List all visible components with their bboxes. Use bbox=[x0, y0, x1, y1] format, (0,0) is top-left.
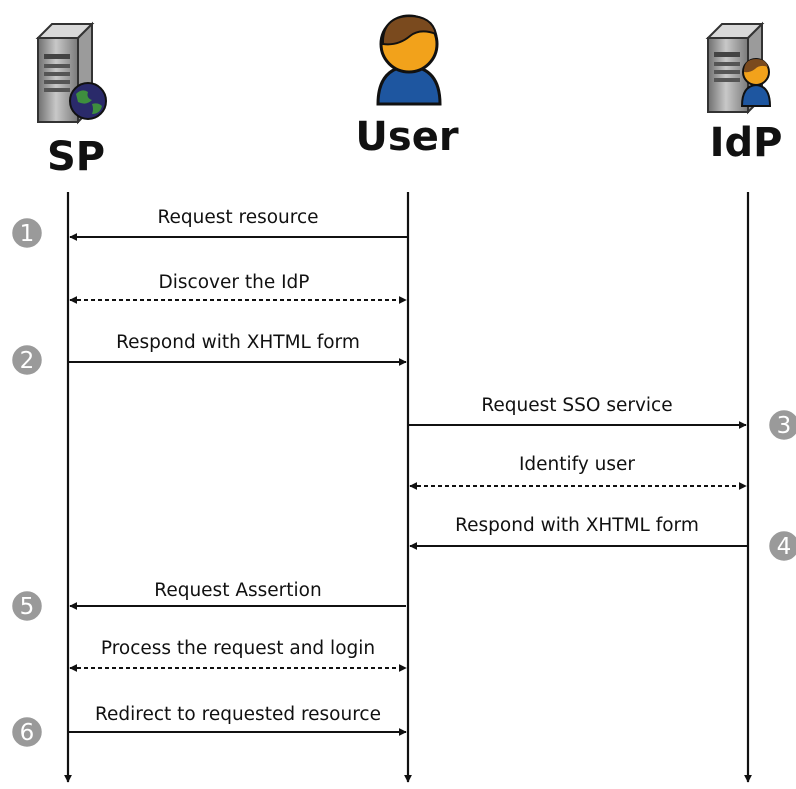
message-request-sso-service: Request SSO service bbox=[408, 395, 747, 429]
server-user-icon bbox=[705, 21, 772, 115]
message-label: Identify user bbox=[519, 454, 635, 475]
step-badge-4: 4 bbox=[766, 528, 796, 564]
message-respond-xhtml-form-idp: Respond with XHTML form bbox=[409, 515, 748, 550]
message-label: Discover the IdP bbox=[159, 272, 310, 293]
message-label: Respond with XHTML form bbox=[116, 332, 360, 353]
message-discover-idp: Discover the IdP bbox=[69, 272, 407, 304]
step-badge-2: 2 bbox=[9, 342, 45, 378]
message-label: Process the request and login bbox=[101, 638, 375, 659]
message-label: Request resource bbox=[157, 207, 318, 228]
step-number: 6 bbox=[20, 720, 35, 746]
message-label: Respond with XHTML form bbox=[455, 515, 699, 536]
step-number: 3 bbox=[777, 413, 792, 439]
step-number: 1 bbox=[20, 221, 35, 247]
message-request-resource: Request resource bbox=[69, 207, 408, 241]
message-request-assertion: Request Assertion bbox=[69, 580, 406, 610]
message-identify-user: Identify user bbox=[409, 454, 747, 490]
actor-idp: IdP bbox=[705, 21, 783, 166]
message-label: Request Assertion bbox=[154, 580, 321, 601]
message-process-request-login: Process the request and login bbox=[69, 638, 407, 672]
step-number: 5 bbox=[20, 594, 35, 620]
actor-label-idp: IdP bbox=[710, 120, 783, 166]
step-number: 2 bbox=[20, 348, 35, 374]
user-icon bbox=[376, 14, 442, 106]
step-badge-1: 1 bbox=[9, 215, 45, 251]
server-globe-icon bbox=[35, 21, 107, 125]
actor-label-user: User bbox=[355, 114, 458, 160]
message-respond-xhtml-form-sp: Respond with XHTML form bbox=[68, 332, 407, 366]
message-label: Request SSO service bbox=[481, 395, 672, 416]
step-badge-5: 5 bbox=[9, 588, 45, 624]
step-number: 4 bbox=[777, 534, 792, 560]
actor-sp: SP bbox=[35, 21, 107, 180]
message-label: Redirect to requested resource bbox=[95, 704, 381, 725]
message-redirect-resource: Redirect to requested resource bbox=[68, 704, 407, 736]
step-badge-6: 6 bbox=[9, 714, 45, 750]
actor-label-sp: SP bbox=[47, 134, 105, 180]
actor-user: User bbox=[355, 14, 459, 160]
step-badge-3: 3 bbox=[766, 407, 796, 443]
